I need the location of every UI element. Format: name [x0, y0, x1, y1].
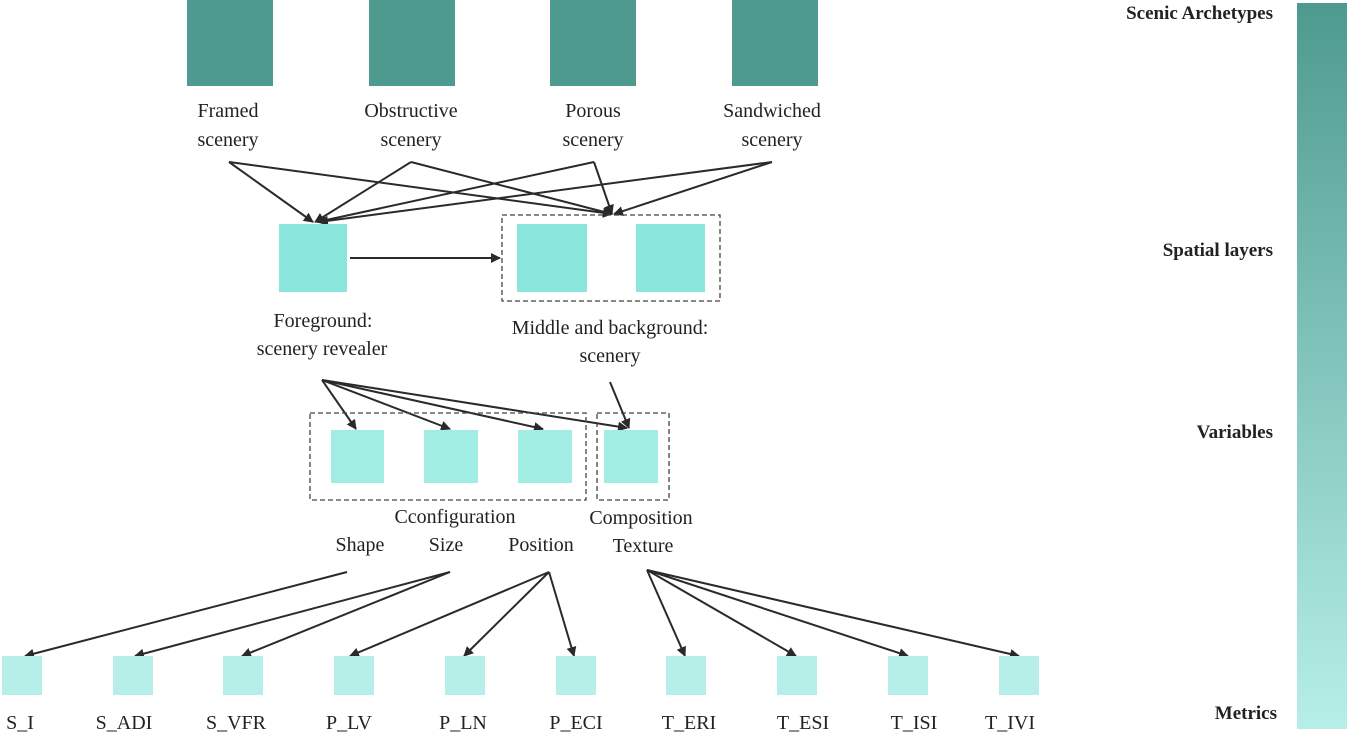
metric-box-s-adi — [113, 656, 153, 695]
archetype-label-framed-line1: Framed — [197, 100, 258, 122]
level-label-metrics: Metrics — [1215, 703, 1277, 724]
arrow-size-to-s-vfr — [241, 571, 451, 658]
metric-box-t-eri — [666, 656, 706, 695]
arrow-texture-to-t-isi — [646, 569, 909, 658]
level-label-scenic-archetypes: Scenic Archetypes — [1126, 3, 1273, 24]
composition-dashed-group — [596, 412, 670, 501]
arrow-porous-to-middle — [593, 161, 614, 215]
archetype-box-obstructive — [369, 0, 455, 86]
arrow-texture-to-t-ivi — [646, 569, 1020, 659]
metric-box-p-ln — [445, 656, 485, 695]
metric-box-t-esi — [777, 656, 817, 695]
foreground-label-line1: Foreground: — [274, 310, 373, 332]
arrow-size-to-s-adi — [134, 571, 451, 659]
arrow-texture-to-t-eri — [646, 569, 686, 657]
variable-box-texture — [604, 430, 658, 483]
variable-box-size — [424, 430, 478, 483]
level-label-variables: Variables — [1197, 422, 1273, 443]
metric-box-p-eci — [556, 656, 596, 695]
arrow-position-to-p-eci — [548, 571, 577, 657]
arrow-sandwiched-to-foreground — [318, 161, 773, 226]
metric-label-t-isi: T_ISI — [891, 712, 938, 734]
arrow-framed-to-middle — [228, 161, 613, 218]
metric-label-p-ln: P_LN — [439, 712, 487, 734]
archetype-label-porous-line2: scenery — [562, 129, 623, 151]
archetype-label-sandwiched-line1: Sandwiched — [723, 100, 821, 122]
archetype-label-framed-line2: scenery — [197, 129, 258, 151]
archetype-label-porous-line1: Porous — [565, 100, 621, 122]
archetype-box-framed — [187, 0, 273, 86]
foreground-label-line2: scenery revealer — [257, 338, 388, 360]
metric-label-s-adi: S_ADI — [96, 712, 153, 734]
composition-group-label: Composition — [589, 507, 692, 529]
arrow-porous-to-foreground — [316, 161, 595, 225]
metric-box-t-ivi — [999, 656, 1039, 695]
metric-label-p-eci: P_ECI — [549, 712, 602, 734]
layer-box-background — [636, 224, 705, 292]
metric-label-t-esi: T_ESI — [777, 712, 829, 734]
archetype-box-porous — [550, 0, 636, 86]
variable-box-shape — [331, 430, 384, 483]
level-gradient-bar — [1297, 3, 1347, 729]
metric-label-t-ivi: T_IVI — [985, 712, 1035, 734]
metric-label-t-eri: T_ERI — [662, 712, 716, 734]
metric-label-s-i: S_I — [6, 712, 34, 734]
configuration-dashed-group — [309, 412, 587, 501]
arrow-foreground-to-shape — [321, 379, 357, 430]
metric-box-s-i — [2, 656, 42, 695]
variable-box-position — [518, 430, 572, 483]
arrow-middle-to-texture — [609, 381, 631, 429]
variable-label-size: Size — [429, 534, 464, 556]
arrow-framed-to-foreground — [228, 161, 314, 223]
arrow-obstructive-to-middle — [410, 161, 613, 217]
arrow-sandwiched-to-middle — [613, 161, 773, 216]
arrow-position-to-p-ln — [463, 571, 550, 657]
layer-box-middle — [517, 224, 587, 292]
metric-box-p-lv — [334, 656, 374, 695]
metric-label-s-vfr: S_VFR — [206, 712, 267, 734]
arrow-obstructive-to-foreground — [314, 161, 412, 223]
archetype-box-sandwiched — [732, 0, 818, 86]
archetype-label-obstructive-line1: Obstructive — [364, 100, 457, 122]
arrow-position-to-p-lv — [349, 571, 550, 658]
variable-label-position: Position — [508, 534, 574, 556]
middle-background-dashed-group — [501, 214, 721, 302]
middle-background-label-line2: scenery — [579, 345, 640, 367]
variable-label-shape: Shape — [336, 534, 385, 556]
arrow-foreground-to-texture — [321, 379, 628, 432]
metric-box-t-isi — [888, 656, 928, 695]
configuration-group-label: Cconfiguration — [394, 506, 515, 528]
arrow-texture-to-t-esi — [646, 569, 797, 657]
level-label-spatial-layers: Spatial layers — [1163, 240, 1273, 261]
variable-label-texture: Texture — [613, 535, 674, 557]
metric-label-p-lv: P_LV — [326, 712, 373, 734]
middle-background-label-line1: Middle and background: — [512, 317, 709, 339]
archetype-label-sandwiched-line2: scenery — [741, 129, 802, 151]
arrow-foreground-to-size — [321, 379, 451, 431]
arrow-foreground-to-position — [321, 379, 544, 432]
arrow-shape-to-s-i — [24, 571, 348, 659]
archetype-label-obstructive-line2: scenery — [380, 129, 441, 151]
metric-box-s-vfr — [223, 656, 263, 695]
layer-box-foreground — [279, 224, 347, 292]
